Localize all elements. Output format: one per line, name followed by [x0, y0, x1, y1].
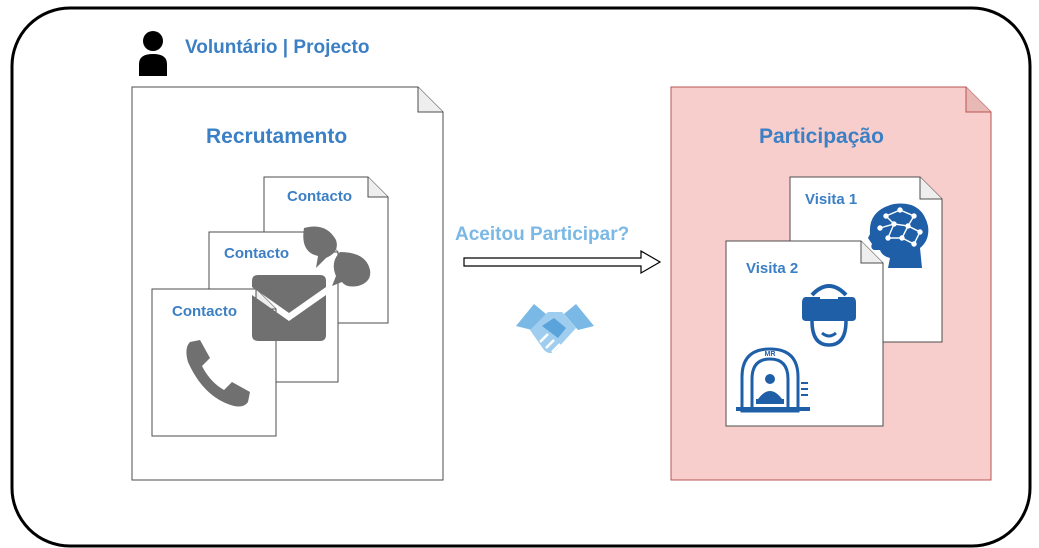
envelope-icon	[252, 275, 326, 341]
chat-icon	[303, 226, 371, 287]
mri-label: MR	[765, 351, 776, 358]
phone-icon	[186, 340, 250, 407]
mri-scanner-icon: MR	[736, 347, 810, 413]
brain-network-icon	[868, 203, 929, 268]
user-icon	[139, 31, 167, 76]
arrow-right-icon	[463, 249, 662, 275]
handshake-icon	[516, 304, 594, 353]
contact-label-1: Contacto	[287, 188, 352, 205]
accept-question: Aceitou Participar?	[455, 224, 630, 245]
visit-2-label: Visita 2	[746, 260, 799, 277]
visit-1-label: Visita 1	[805, 191, 858, 208]
vr-headset-icon	[802, 284, 856, 347]
contact-label-3: Contacto	[172, 303, 237, 320]
recruitment-title: Recrutamento	[206, 125, 348, 148]
header-title: Voluntário | Projecto	[185, 37, 370, 58]
contact-label-2: Contacto	[224, 245, 289, 262]
participation-title: Participação	[759, 125, 884, 148]
